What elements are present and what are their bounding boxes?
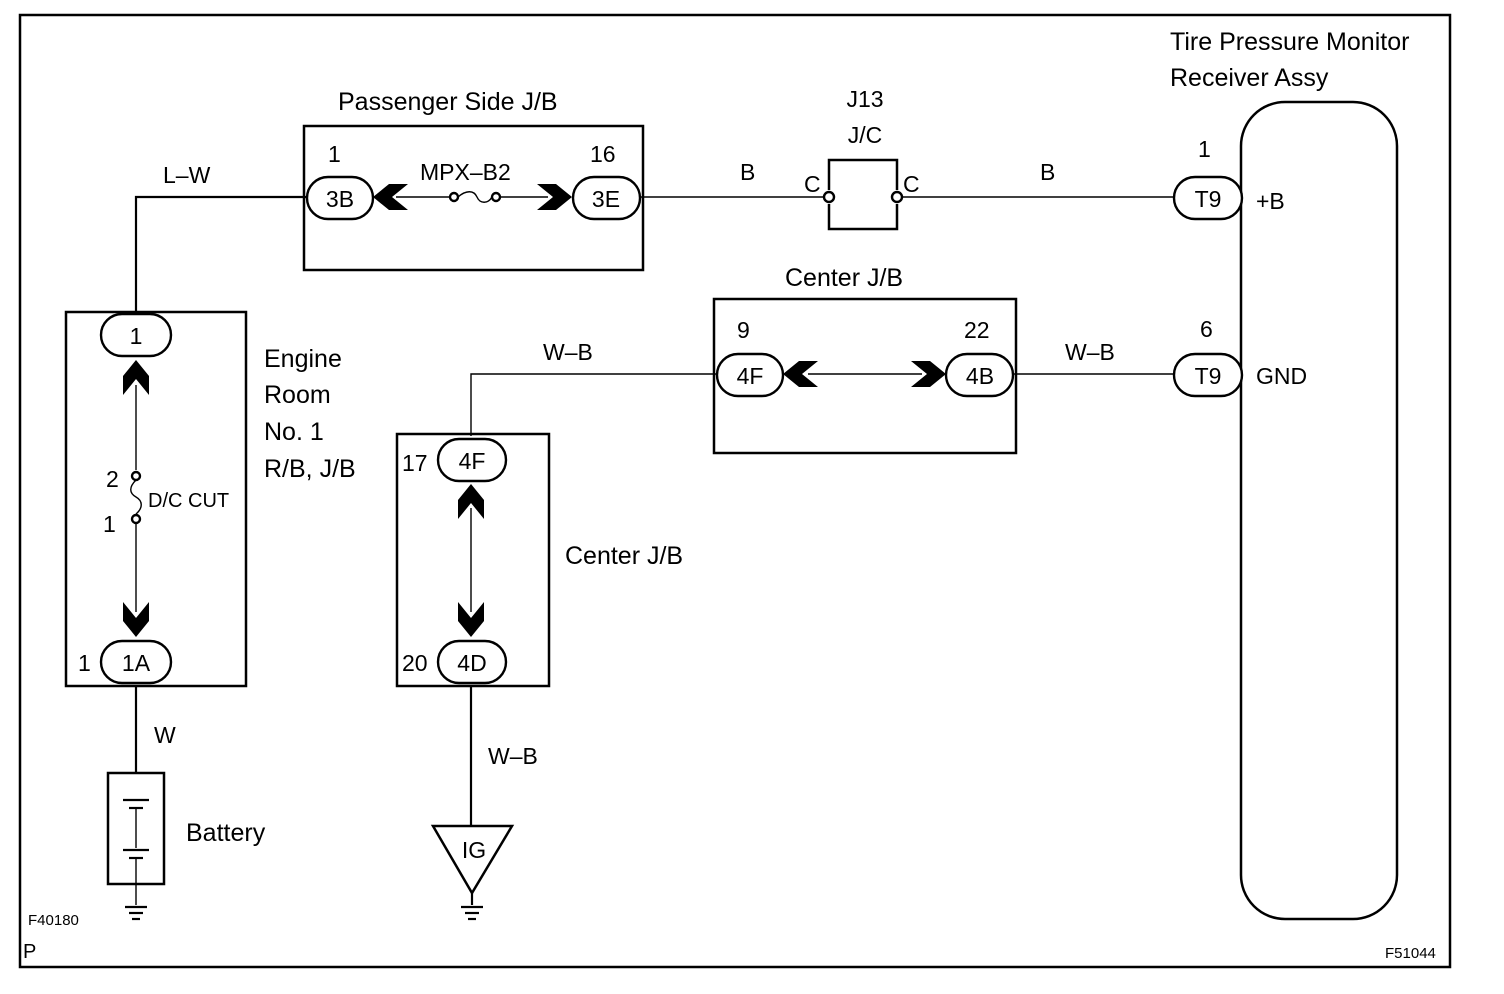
jc-box [827,158,899,190]
wire-w-label: W [154,722,176,748]
center-jb-lower-box [395,432,551,688]
page-letter: P [23,941,36,963]
ig-triangle [430,824,515,896]
connector-4f-lower [436,437,508,483]
cj-left-pin: 9 [737,317,750,343]
jc-right-c: C [903,171,920,197]
connector-t9-b [1172,175,1244,221]
code-right: F51044 [1385,945,1436,962]
engine-rb-line-2: Room [264,381,331,409]
connector-3e-code: 3E [592,186,620,212]
receiver-box [1239,100,1399,921]
engine-rb-box [64,310,248,688]
arrow-down-icon [458,602,484,637]
wire-wb-center-label: W–B [543,339,593,365]
engine-rb-line-4: R/B, J/B [264,455,356,483]
ig-label: IG [462,837,486,863]
pj-right-pin: 16 [590,141,616,167]
wire-b2-label: B [1040,159,1055,185]
receiver-title-1: Tire Pressure Monitor [1170,28,1409,56]
wire-lw-label: L–W [163,162,211,188]
jc-left-c: C [804,171,821,197]
passenger-jb-label: Passenger Side J/B [338,88,558,116]
connector-4f-top-code: 4F [737,363,764,389]
connector-3b-code: 3B [326,186,354,212]
wire-wb-ig-label: W–B [488,743,538,769]
battery-label: Battery [186,819,266,847]
connector-t9-gnd [1172,352,1244,398]
code-left: F40180 [28,912,79,929]
wire-lw [134,195,306,312]
ground-icon [461,905,483,921]
connector-4d-code: 4D [457,650,486,676]
connector-1-top [99,312,173,358]
arrow-left-icon [373,184,408,210]
cl-top-pin: 17 [402,450,428,476]
passenger-jb-box [302,124,645,272]
mpx-b2-label: MPX–B2 [420,159,511,185]
center-jb-top-label: Center J/B [785,264,903,292]
connector-3e [571,175,642,221]
connector-1a [99,639,173,685]
arrow-up-icon [123,360,149,395]
arrow-down-icon [123,602,149,637]
connector-t9-b-code: T9 [1195,186,1222,212]
rx-gnd-pin: 6 [1200,316,1213,342]
connector-t9-gnd-code: T9 [1195,363,1222,389]
arrow-right-icon [537,184,572,210]
engine-rb-line-1: Engine [264,345,342,373]
center-jb-top-box [712,297,1018,455]
wire-wb-center [470,373,717,436]
fuse-mpx-icon [457,191,493,203]
dc-pin-top: 2 [106,466,119,492]
ground-icon [125,905,147,921]
connector-4f-top [715,352,785,398]
connector-4b [944,352,1015,398]
battery-icon [123,798,149,905]
cj-right-pin: 22 [964,317,990,343]
engine-rb-line-3: No. 1 [264,418,324,446]
arrow-left-icon [783,361,818,387]
connector-3b [305,175,375,221]
rx-gnd-term: GND [1256,363,1307,389]
connector-1a-code: 1A [122,650,151,676]
dc-pin-bottom: 1 [103,511,116,537]
rx-b-term: +B [1256,188,1285,214]
connector-4b-code: 4B [966,363,994,389]
fuse-dc-cut-icon [130,479,142,515]
er-bot-pin: 1 [78,650,91,676]
connector-1-top-code: 1 [130,323,143,349]
wire-b1-label: B [740,159,755,185]
jc-type: J/C [848,122,883,148]
connector-4d [436,639,508,685]
arrow-up-icon [458,484,484,519]
arrow-right-icon [911,361,946,387]
rx-b-pin: 1 [1198,136,1211,162]
jc-name: J13 [846,86,883,112]
diagram-frame [18,13,1452,969]
receiver-title-2: Receiver Assy [1170,64,1329,92]
center-jb-lower-label: Center J/B [565,542,683,570]
dc-cut-label: D/C CUT [148,490,229,512]
pj-left-pin: 1 [328,141,341,167]
connector-4f-lower-code: 4F [459,448,486,474]
cl-bot-pin: 20 [402,650,428,676]
wire-wb-gnd-label: W–B [1065,339,1115,365]
